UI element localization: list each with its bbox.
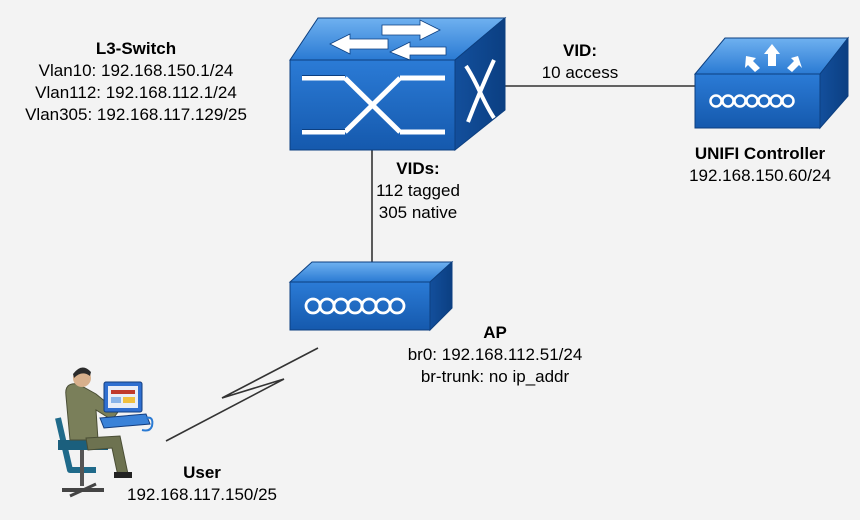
- user-label-block: User 192.168.117.150/25: [100, 462, 304, 506]
- ap-name: AP: [483, 323, 507, 342]
- l3-switch-name: L3-Switch: [95, 39, 177, 58]
- ap-br0: br0: 192.168.112.51/24: [407, 345, 583, 364]
- link-switch-controller-label: VID: 10 access: [520, 40, 640, 84]
- vid-title: VID:: [563, 41, 597, 60]
- ap-br-trunk: br-trunk: no ip_addr: [420, 367, 570, 386]
- ap-icon: [288, 260, 454, 332]
- switch-icon: [289, 16, 507, 152]
- vlan10-address: Vlan10: 192.168.150.1/24: [38, 61, 234, 80]
- link-wireless-user: [165, 347, 319, 442]
- ap-label-block: AP br0: 192.168.112.51/24 br-trunk: no i…: [380, 322, 610, 388]
- vids-title: VIDs:: [396, 159, 440, 178]
- vid-10-access: 10 access: [541, 63, 619, 82]
- vid-112-tagged: 112 tagged: [376, 181, 460, 200]
- vlan305-address: Vlan305: 192.168.117.129/25: [25, 105, 247, 124]
- user-computer-icon: [55, 367, 154, 498]
- vlan112-address: Vlan112: 192.168.112.1/24: [35, 83, 237, 102]
- link-switch-ap-label: VIDs: 112 tagged 305 native: [356, 158, 480, 224]
- controller-name: UNIFI Controller: [694, 144, 826, 163]
- user-name: User: [183, 463, 221, 482]
- controller-label-block: UNIFI Controller 192.168.150.60/24: [660, 143, 860, 187]
- vid-305-native: 305 native: [378, 203, 458, 222]
- controller-ip: 192.168.150.60/24: [689, 166, 831, 185]
- controller-icon: [693, 36, 850, 130]
- l3-switch-label-block: L3-Switch Vlan10: 192.168.150.1/24 Vlan1…: [0, 38, 272, 126]
- user-ip: 192.168.117.150/25: [127, 485, 277, 504]
